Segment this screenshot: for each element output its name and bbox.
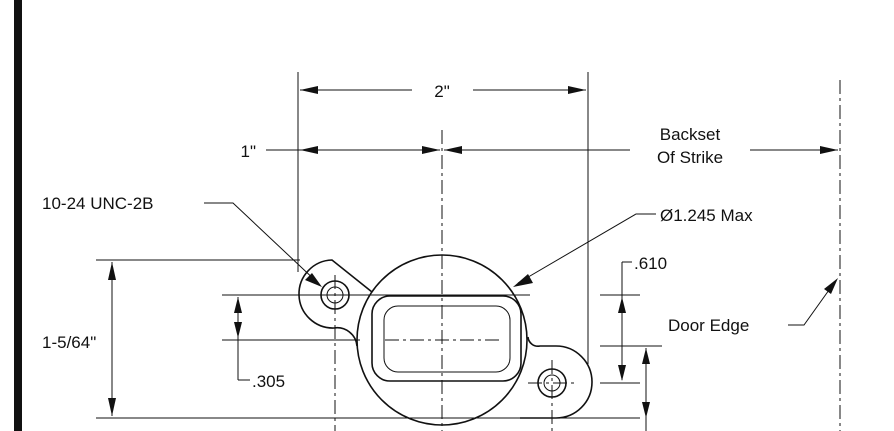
thread-label: 10-24 UNC-2B (42, 194, 154, 213)
dim-backset: Backset Of Strike (444, 125, 838, 167)
door-edge-label: Door Edge (668, 316, 749, 335)
offset-610-label: .610 (634, 254, 667, 273)
offset-305-label: .305 (252, 372, 285, 391)
left-border-bar (14, 0, 22, 431)
door-edge-callout: Door Edge (668, 278, 838, 335)
extension-lines (96, 72, 662, 419)
diameter-label: Ø1.245 Max (660, 206, 753, 225)
diameter-callout: Ø1.245 Max (513, 206, 753, 287)
right-ear (520, 336, 593, 419)
dim-610: .610 (618, 254, 667, 381)
dim-right-ear (642, 348, 650, 431)
latch-opening (371, 295, 522, 382)
backset-label-line2: Of Strike (657, 148, 723, 167)
latch-opening-inner (383, 305, 511, 373)
dim-305: .305 (234, 297, 285, 391)
dim-center-1in: 1" (241, 142, 440, 161)
thread-callout: 10-24 UNC-2B (42, 194, 322, 287)
center-lines (310, 80, 841, 431)
dim-center-label: 1" (241, 142, 257, 161)
height-label: 1-5/64" (42, 333, 96, 352)
left-ear (298, 259, 373, 347)
dim-width-label: 2" (434, 82, 450, 101)
backset-label-line1: Backset (660, 125, 721, 144)
dim-width-2in: 2" (300, 82, 586, 101)
dim-height: 1-5/64" (42, 262, 116, 416)
